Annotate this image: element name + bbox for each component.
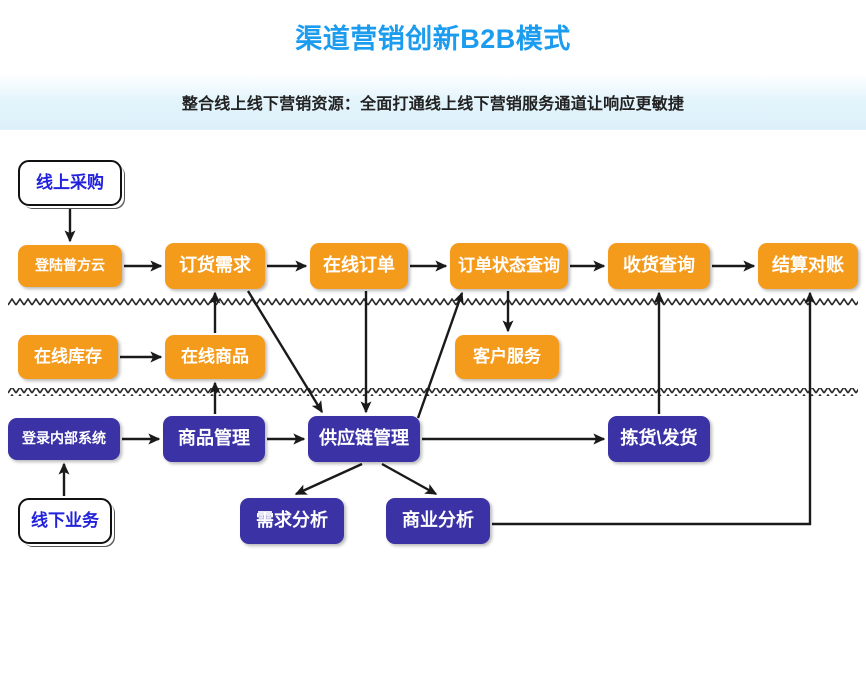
node-label: 线上采购	[36, 172, 104, 192]
node-label: 在线订单	[323, 255, 395, 276]
node-online-inventory[interactable]: 在线库存	[18, 335, 118, 379]
edge-supply-chain-to-demand-analysis	[294, 462, 363, 496]
node-label: 客户服务	[473, 346, 541, 366]
node-order-status-query[interactable]: 订单状态查询	[450, 243, 568, 289]
edge-supply-chain-to-business-analysis	[381, 462, 438, 496]
edge-business-analysis-to-settlement	[492, 291, 816, 526]
node-label: 订货需求	[179, 255, 251, 276]
node-online-order[interactable]: 在线订单	[310, 243, 408, 289]
node-label: 线下业务	[31, 510, 99, 530]
node-login-pufang-cloud[interactable]: 登陆普方云	[18, 245, 122, 287]
node-label: 订单状态查询	[458, 255, 560, 275]
flowchart-canvas: 线上采购登陆普方云 订货需求 在线订单 订单状态查询 收货查询 结算对账在线库存 在线商品 客…	[0, 130, 866, 684]
node-online-purchase[interactable]: 线上采购	[18, 160, 122, 206]
title-bar: 渠道营销创新B2B模式	[0, 0, 866, 72]
node-label: 在线商品	[181, 346, 249, 366]
node-label: 登录内部系统	[22, 430, 106, 447]
subtitle-text: 整合线上线下营销资源：全面打通线上线下营销服务通道让响应更敏捷	[181, 96, 685, 113]
node-label: 商品管理	[178, 428, 250, 449]
node-order-demand[interactable]: 订货需求	[165, 243, 265, 289]
lane-divider-top	[8, 298, 858, 306]
node-supply-chain-mgmt[interactable]: 供应链管理	[308, 416, 420, 462]
subtitle-banner: 整合线上线下营销资源：全面打通线上线下营销服务通道让响应更敏捷	[0, 74, 866, 130]
node-settlement[interactable]: 结算对账	[758, 243, 858, 289]
node-label: 拣货\发货	[620, 428, 698, 449]
lane-divider-bottom	[8, 388, 858, 396]
edge-order-demand-to-supply-chain	[246, 290, 324, 414]
node-pick-ship[interactable]: 拣货\发货	[608, 416, 710, 462]
node-label: 供应链管理	[319, 428, 409, 449]
node-label: 需求分析	[256, 510, 328, 531]
node-label: 收货查询	[623, 255, 695, 276]
node-label: 在线库存	[34, 346, 102, 366]
node-label: 商业分析	[402, 510, 474, 531]
node-goods-mgmt[interactable]: 商品管理	[163, 416, 265, 462]
edge-supply-chain-to-status	[416, 291, 464, 419]
node-label: 结算对账	[772, 255, 844, 276]
node-online-goods[interactable]: 在线商品	[165, 335, 265, 379]
node-label: 登陆普方云	[35, 257, 105, 274]
node-business-analysis[interactable]: 商业分析	[386, 498, 490, 544]
node-demand-analysis[interactable]: 需求分析	[240, 498, 344, 544]
flowchart-edges	[8, 208, 858, 526]
page-title: 渠道营销创新B2B模式	[295, 23, 571, 54]
node-customer-service[interactable]: 客户服务	[455, 335, 559, 379]
node-offline-business[interactable]: 线下业务	[18, 498, 112, 544]
node-receipt-query[interactable]: 收货查询	[608, 243, 710, 289]
node-login-internal[interactable]: 登录内部系统	[8, 418, 120, 460]
